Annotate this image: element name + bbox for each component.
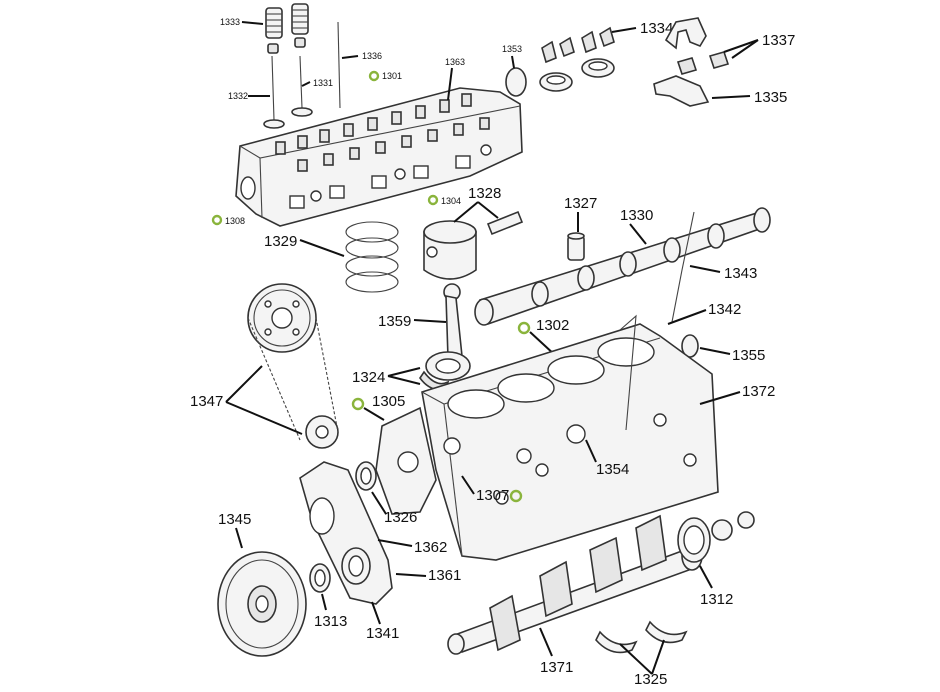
camshaft-1330 — [474, 207, 771, 326]
label-1329: 1329 — [264, 233, 297, 250]
oring-1302 — [517, 321, 531, 335]
label-1347: 1347 — [190, 393, 223, 410]
label-1305: 1305 — [372, 393, 405, 410]
label-1345: 1345 — [218, 511, 251, 528]
label-1302: 1302 — [536, 317, 569, 334]
rear-seal-1312 — [677, 511, 755, 563]
label-1371: 1371 — [540, 659, 573, 676]
label-1343: 1343 — [724, 265, 757, 282]
piston-1328 — [423, 210, 524, 280]
oring-1305 — [351, 397, 365, 411]
main-bearings-1325 — [595, 620, 688, 654]
connecting-rod-1359 — [419, 283, 471, 392]
engine-block-1372 — [421, 314, 719, 561]
oring-1308 — [211, 214, 223, 226]
label-1312: 1312 — [700, 591, 733, 608]
rocker-bracket-1337 — [664, 17, 730, 75]
label-1354: 1354 — [596, 461, 629, 478]
valve-1331 — [291, 55, 313, 117]
label-1341: 1341 — [366, 625, 399, 642]
seal-1313 — [309, 563, 331, 593]
dipstick-tube-1343 — [671, 211, 695, 323]
label-1361: 1361 — [428, 567, 461, 584]
oring-1307 — [509, 489, 523, 503]
plug-1353 — [505, 55, 527, 97]
oring-1304 — [427, 194, 439, 206]
oil-seal-1326 — [355, 461, 377, 491]
cylinder-head — [235, 87, 523, 227]
label-1327: 1327 — [564, 195, 597, 212]
label-1304: 1304 — [441, 196, 461, 206]
tappet-1327 — [567, 232, 585, 261]
label-1363: 1363 — [445, 57, 465, 67]
timing-chain-1347 — [247, 283, 339, 449]
valve-1332 — [263, 55, 285, 129]
label-1362: 1362 — [414, 539, 447, 556]
label-1332: 1332 — [228, 91, 248, 101]
label-1307: 1307 — [476, 487, 509, 504]
label-1330: 1330 — [620, 207, 653, 224]
label-1325: 1325 — [634, 671, 667, 688]
label-1328: 1328 — [468, 185, 501, 202]
label-1334: 1334 — [640, 20, 673, 37]
label-1342: 1342 — [708, 301, 741, 318]
label-1301: 1301 — [382, 71, 402, 81]
valve-spring-group — [265, 3, 309, 54]
label-1355: 1355 — [732, 347, 765, 364]
label-1359: 1359 — [378, 313, 411, 330]
label-1372: 1372 — [742, 383, 775, 400]
timing-cover-1362 — [299, 461, 393, 605]
oring-1301 — [368, 70, 380, 82]
pushrod-1336 — [337, 21, 341, 109]
rocker-pedestals-1334 — [539, 26, 615, 92]
label-1333: 1333 — [220, 17, 240, 27]
front-plate — [375, 406, 437, 515]
label-1353: 1353 — [502, 44, 522, 54]
label-1326: 1326 — [384, 509, 417, 526]
label-1337: 1337 — [762, 32, 795, 49]
piston-rings-1329 — [345, 221, 399, 293]
label-1335: 1335 — [754, 89, 787, 106]
pulley-1345 — [217, 551, 307, 657]
label-1336: 1336 — [362, 51, 382, 61]
rocker-arm-1335 — [653, 75, 710, 107]
label-1331: 1331 — [313, 78, 333, 88]
label-1308: 1308 — [225, 216, 245, 226]
label-1324: 1324 — [352, 369, 385, 386]
label-1313: 1313 — [314, 613, 347, 630]
